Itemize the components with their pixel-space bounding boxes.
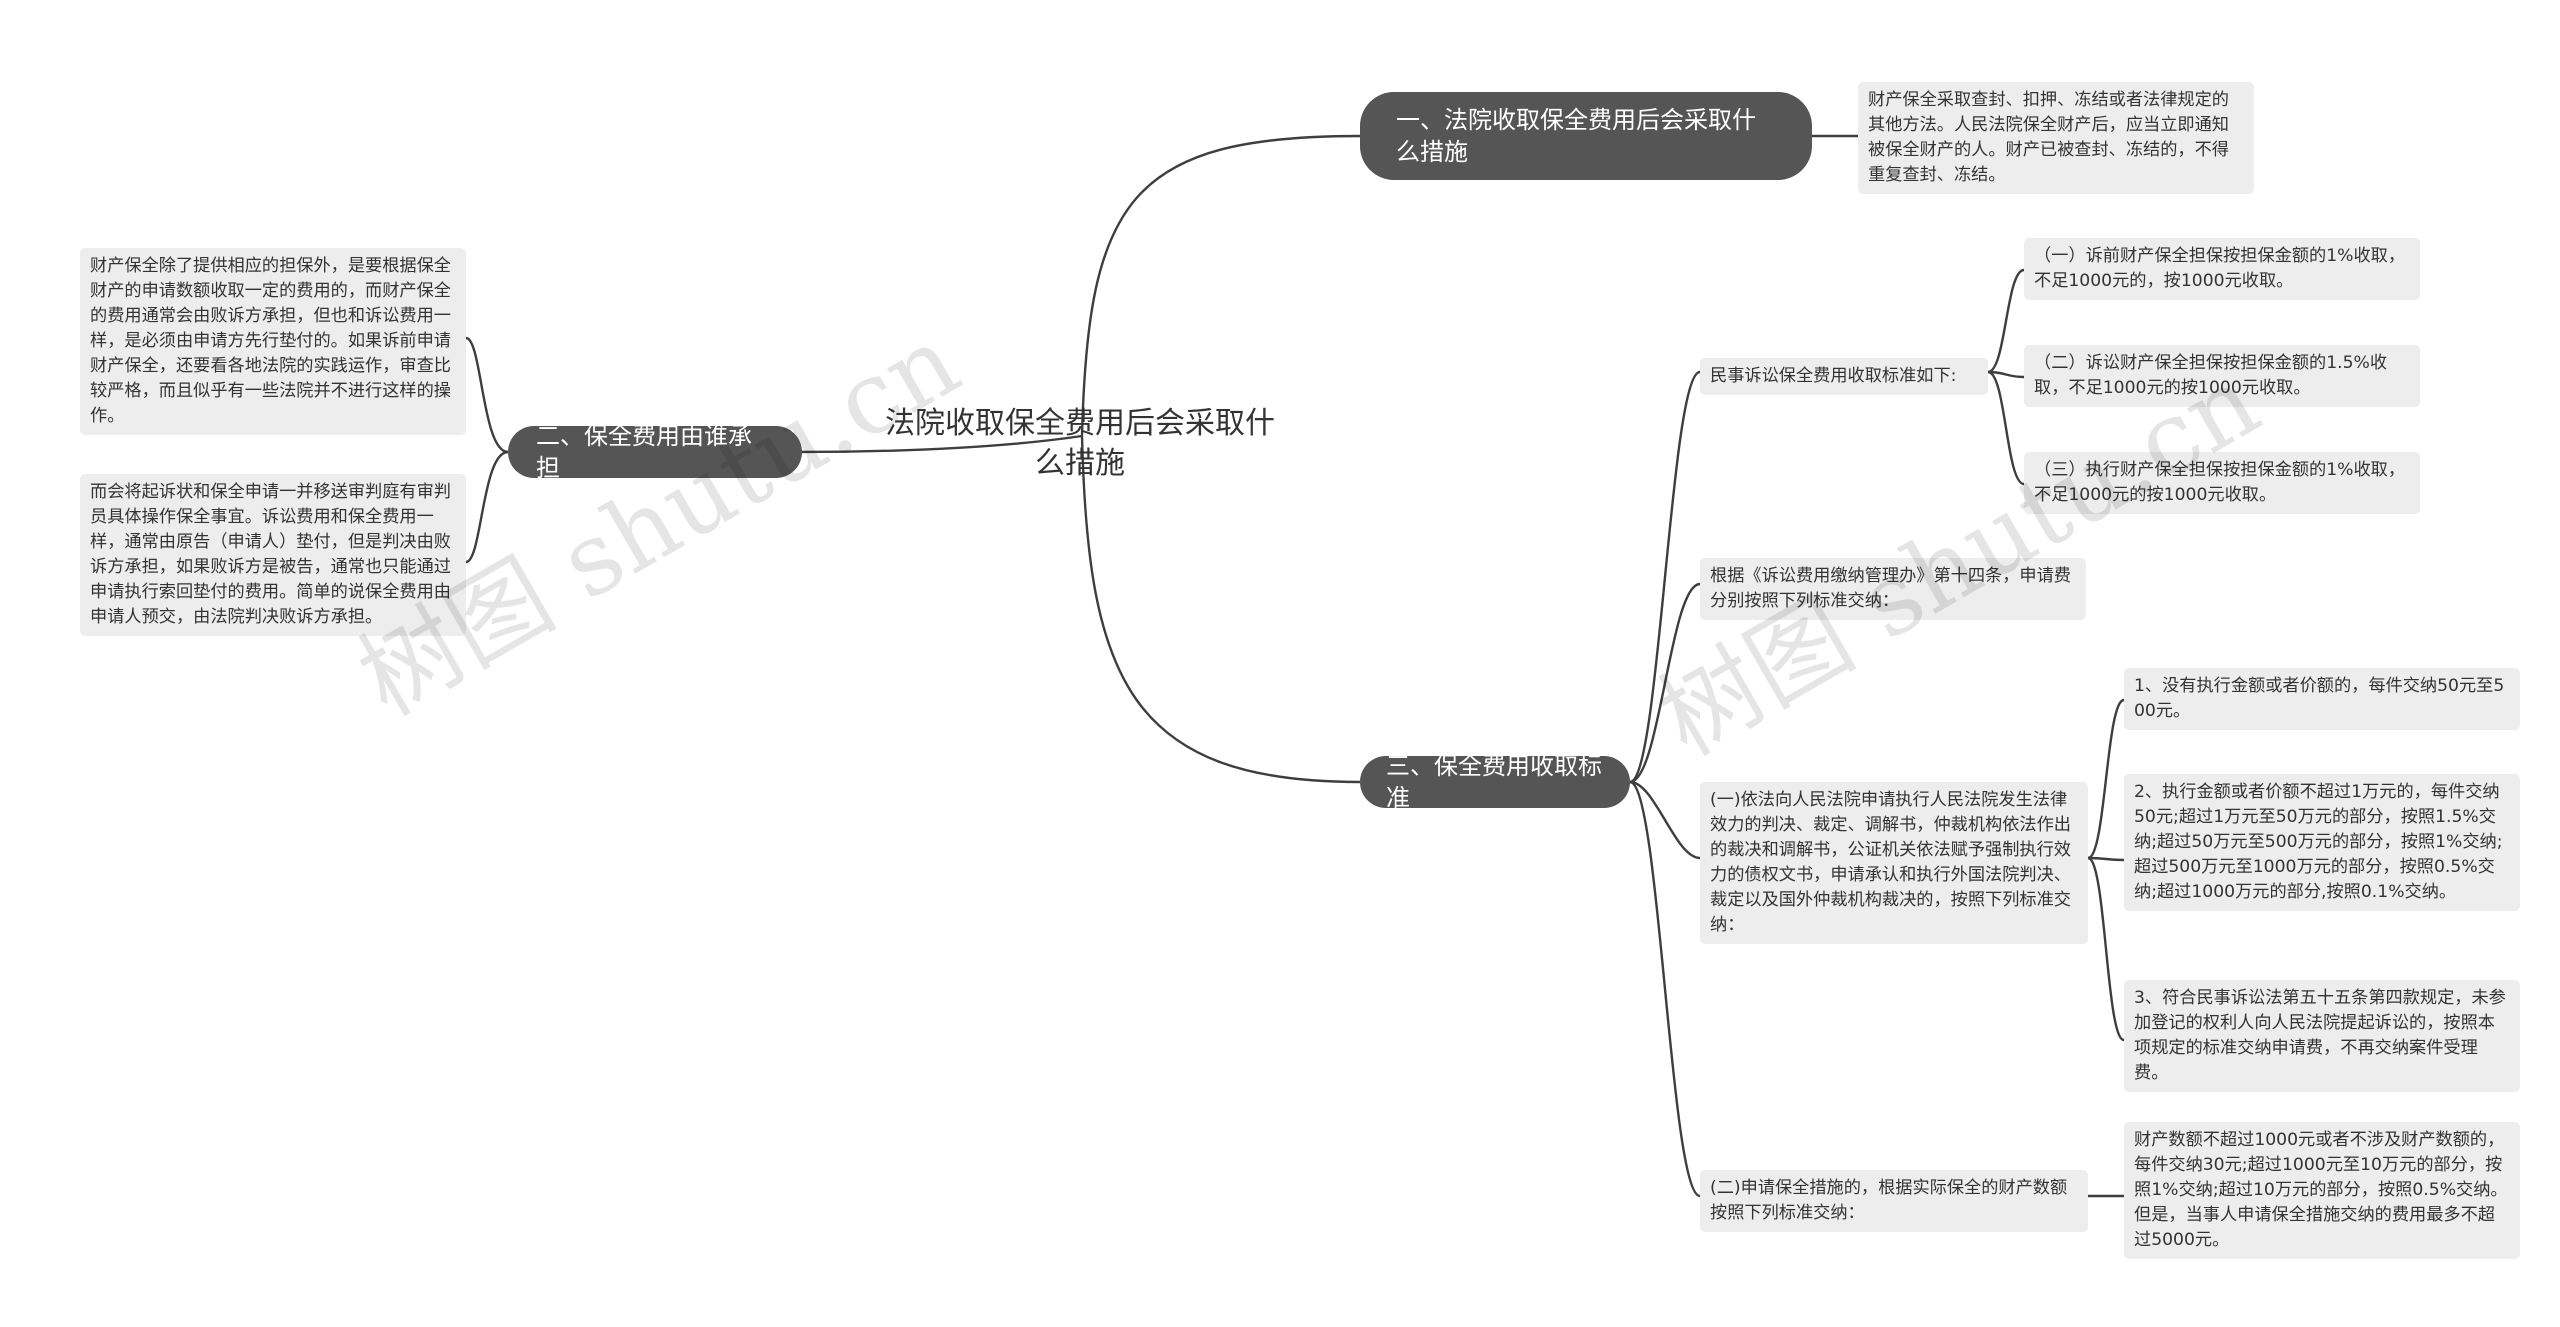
execution-fee-item-3[interactable]: 3、符合民事诉讼法第五十五条第四款规定，未参加登记的权利人向人民法院提起诉讼的，…	[2124, 980, 2520, 1092]
execution-fee-item-2[interactable]: 2、执行金额或者价额不超过1万元的，每件交纳50元;超过1万元至50万元的部分，…	[2124, 774, 2520, 911]
branch-who-bears-cost-label: 二、保全费用由谁承担	[536, 422, 752, 482]
legal-basis-note[interactable]: 根据《诉讼费用缴纳管理办》第十四条，申请费分别按照下列标准交纳：	[1700, 558, 2086, 620]
branch-measures[interactable]: 一、法院收取保全费用后会采取什么措施	[1360, 92, 1812, 180]
execution-fee-item-1[interactable]: 1、没有执行金额或者价额的，每件交纳50元至500元。	[2124, 668, 2520, 730]
branch-fee-standards-label: 三、保全费用收取标准	[1386, 752, 1602, 812]
preservation-fee-heading[interactable]: (二)申请保全措施的，根据实际保全的财产数额按照下列标准交纳：	[1700, 1170, 2088, 1232]
measures-note[interactable]: 财产保全采取查封、扣押、冻结或者法律规定的其他方法。人民法院保全财产后，应当立即…	[1858, 82, 2254, 194]
root-topic[interactable]: 法院收取保全费用后会采取什么措施	[885, 406, 1275, 481]
cost-bearer-note-2[interactable]: 而会将起诉状和保全申请一并移送审判庭有审判员具体操作保全事宜。诉讼费用和保全费用…	[80, 474, 466, 636]
execution-fee-heading[interactable]: (一)依法向人民法院申请执行人民法院发生法律效力的判决、裁定、调解书，仲裁机构依…	[1700, 782, 2088, 944]
branch-fee-standards[interactable]: 三、保全费用收取标准	[1360, 752, 1630, 812]
branch-measures-label: 一、法院收取保全费用后会采取什么措施	[1396, 106, 1756, 166]
cost-bearer-note-1[interactable]: 财产保全除了提供相应的担保外，是要根据保全财产的申请数额收取一定的费用的，而财产…	[80, 248, 466, 435]
preservation-fee-note[interactable]: 财产数额不超过1000元或者不涉及财产数额的，每件交纳30元;超过1000元至1…	[2124, 1122, 2520, 1259]
civil-standard-heading[interactable]: 民事诉讼保全费用收取标准如下:	[1700, 358, 1988, 395]
civil-standard-item-3[interactable]: （三）执行财产保全担保按担保金额的1%收取，不足1000元的按1000元收取。	[2024, 452, 2420, 514]
branch-who-bears-cost[interactable]: 二、保全费用由谁承担	[508, 422, 802, 482]
civil-standard-item-1[interactable]: （一）诉前财产保全担保按担保金额的1%收取，不足1000元的，按1000元收取。	[2024, 238, 2420, 300]
civil-standard-item-2[interactable]: （二）诉讼财产保全担保按担保金额的1.5%收取，不足1000元的按1000元收取…	[2024, 345, 2420, 407]
